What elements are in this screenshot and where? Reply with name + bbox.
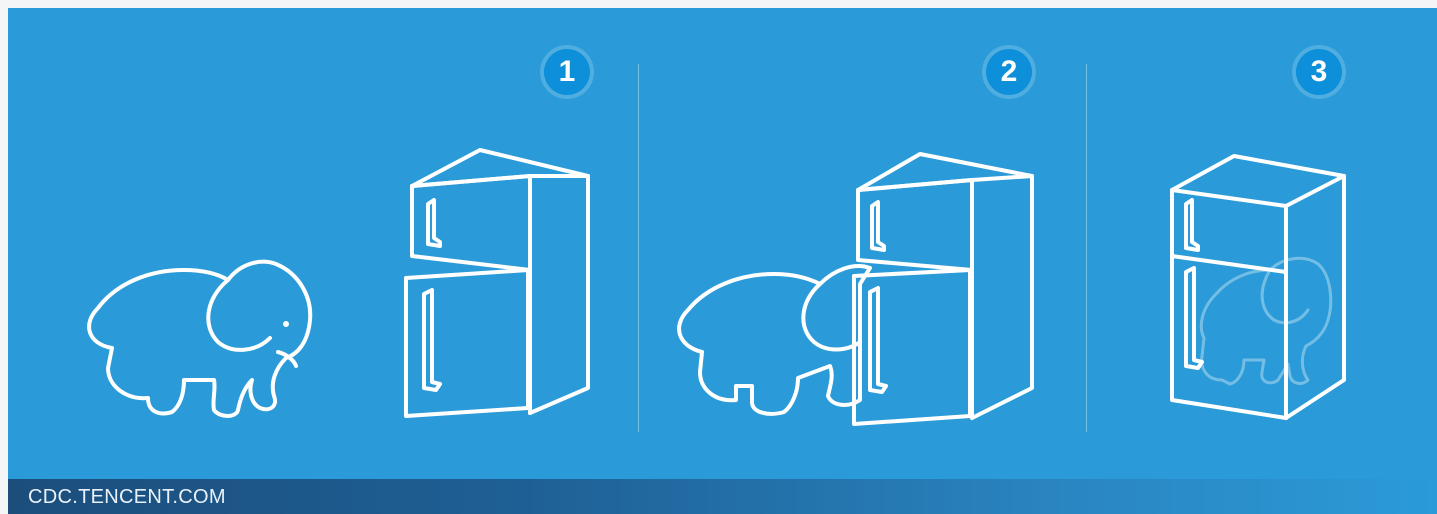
fridge-closed-icon [1172,156,1344,418]
step-3-badge: 3 [1296,49,1342,95]
step-divider-1 [638,64,639,432]
footer-bar: CDC.TENCENT.COM [8,479,1437,514]
line-art [8,8,1437,514]
fridge-half-open-icon [854,154,1032,424]
step-1-badge: 1 [544,49,590,95]
elephant-ghost-icon [1201,258,1330,384]
fridge-open-icon [406,150,588,416]
footer-watermark: CDC.TENCENT.COM [28,486,226,509]
step-divider-2 [1086,64,1087,432]
illustration-panel: 1 2 3 CDC.TENCENT.COM [8,8,1437,514]
step-2-badge: 2 [986,49,1032,95]
elephant-icon [89,262,310,416]
elephant-entering-icon [679,266,870,414]
